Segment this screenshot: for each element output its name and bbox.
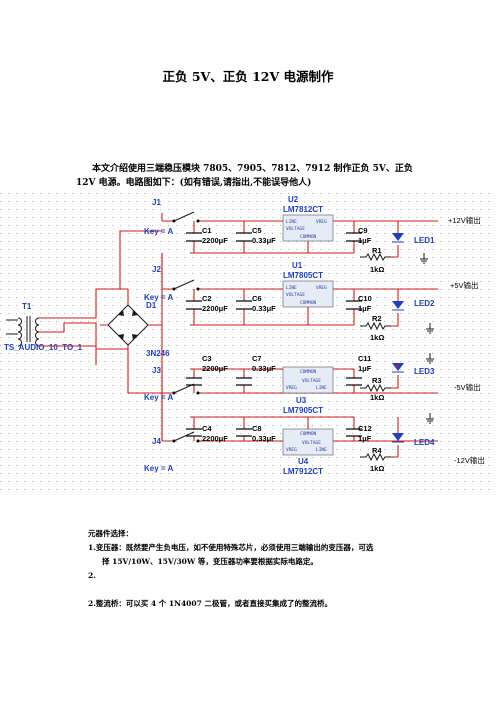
- c6-value: 0.33μF: [252, 304, 276, 313]
- switch-j4-key: Key = A: [144, 464, 173, 473]
- led4-ref: LED4: [414, 438, 435, 447]
- switch-j2-ref: J2: [152, 265, 161, 274]
- svg-text:VOLTAGE: VOLTAGE: [302, 440, 321, 446]
- section-heading: 元器件选择：: [88, 529, 133, 538]
- svg-text:VREG: VREG: [286, 447, 297, 453]
- c10-value: 1μF: [358, 304, 372, 313]
- switch-j2[interactable]: J2 Key = A: [144, 265, 200, 302]
- c12-ref: C12: [358, 424, 372, 433]
- svg-text:COMMON: COMMON: [300, 431, 317, 437]
- u2-ref: U2: [288, 195, 299, 204]
- c10-ref: C10: [358, 294, 372, 303]
- c9-ref: C9: [358, 226, 368, 235]
- c1-ref: C1: [202, 226, 212, 235]
- r2-value: 1kΩ: [370, 333, 384, 342]
- row-plus12v: C1 2200μF C5 0.33μF U2 LM7812CT LINE VRE…: [186, 195, 481, 274]
- c11-ref: C11: [358, 354, 371, 363]
- c4-ref: C4: [202, 424, 212, 433]
- transformer-ref: T1: [22, 302, 32, 311]
- svg-text:VREG: VREG: [316, 219, 327, 225]
- svg-text:VREG: VREG: [316, 285, 327, 291]
- svg-text:VOLTAGE: VOLTAGE: [286, 226, 305, 232]
- transformer-model: TS_AUDIO_10_TO_1: [4, 343, 83, 352]
- switch-j1-ref: J1: [152, 198, 161, 207]
- svg-text:COMMON: COMMON: [300, 300, 317, 306]
- page-title: 正负 5V、正负 12V 电源制作: [162, 69, 334, 84]
- c2-value: 2200μF: [202, 304, 228, 313]
- led3-ref: LED3: [414, 367, 435, 376]
- c4-value: 2200μF: [202, 434, 228, 443]
- u4-ref: U4: [298, 457, 309, 466]
- switch-j4[interactable]: J4 Key = A: [144, 431, 200, 473]
- switch-j1[interactable]: J1 Key = A: [144, 198, 200, 236]
- u3-ref: U3: [296, 396, 307, 405]
- row-minus12v: C4 2200μF C8 0.33μF COMMON VOLTAGE VREG …: [186, 413, 485, 476]
- c3-value: 2200μF: [202, 364, 228, 373]
- c3-ref: C3: [202, 354, 212, 363]
- row-plus5v: C2 2200μF C6 0.33μF U1 LM7805CT LINE VRE…: [186, 261, 479, 342]
- c5-ref: C5: [252, 226, 262, 235]
- u2-model: LM7812CT: [283, 205, 323, 214]
- led1-ref: LED1: [414, 236, 435, 245]
- svg-text:LINE: LINE: [286, 219, 297, 225]
- c8-value: 0.33μF: [252, 434, 276, 443]
- r4-ref: R4: [372, 446, 382, 455]
- switch-j4-ref: J4: [152, 437, 161, 446]
- output-plus12v: +12V输出: [448, 215, 481, 225]
- intro-line-2: 12V 电源。电路图如下：(如有错误,请指出,不能误导他人): [76, 178, 312, 188]
- svg-text:VOLTAGE: VOLTAGE: [302, 378, 321, 384]
- svg-text:LINE: LINE: [286, 285, 297, 291]
- r3-ref: R3: [372, 376, 382, 385]
- row-minus5v: C3 2200μF C7 0.33μF COMMON VOLTAGE VREG …: [186, 353, 481, 415]
- r2-ref: R2: [372, 314, 382, 323]
- switch-j1-key: Key = A: [144, 227, 173, 236]
- c9-value: 1μF: [358, 236, 372, 245]
- svg-text:LINE: LINE: [316, 447, 327, 453]
- section-item1-line1: 1.变压器：既然要产生负电压，如不使用特殊芯片，必须使用三端输出的变压器，可选: [88, 543, 374, 552]
- output-minus5v: -5V输出: [454, 382, 481, 392]
- svg-text:VREG: VREG: [286, 385, 297, 391]
- c8-ref: C8: [252, 424, 262, 433]
- svg-text:VOLTAGE: VOLTAGE: [286, 292, 305, 298]
- r1-value: 1kΩ: [370, 265, 384, 274]
- u3-model: LM7905CT: [283, 406, 323, 415]
- c2-ref: C2: [202, 294, 212, 303]
- bridge-ref: D1: [146, 301, 157, 310]
- switch-j3-ref: J3: [152, 366, 161, 375]
- intro-line-1: 本文介绍使用三端稳压模块 7805、7905、7812、7912 制作正负 5V…: [92, 164, 413, 174]
- c1-value: 2200μF: [202, 236, 228, 245]
- c7-ref: C7: [252, 354, 262, 363]
- u1-ref: U1: [292, 261, 303, 270]
- c11-value: 1μF: [358, 364, 372, 373]
- led2-ref: LED2: [414, 299, 435, 308]
- svg-text:COMMON: COMMON: [300, 369, 317, 375]
- c6-ref: C6: [252, 294, 262, 303]
- c12-value: 1μF: [358, 434, 372, 443]
- u4-model: LM7912CT: [283, 467, 323, 476]
- r3-value: 1kΩ: [370, 393, 384, 402]
- svg-text:COMMON: COMMON: [300, 234, 317, 240]
- section-item3-line1: 2.整流桥：可以买 4 个 1N4007 二极管，或者直接买集成了的整流桥。: [88, 599, 332, 608]
- output-plus5v: +5V输出: [450, 280, 479, 290]
- c5-value: 0.33μF: [252, 236, 276, 245]
- output-minus12v: -12V输出: [454, 455, 485, 465]
- switch-j2-key: Key = A: [144, 293, 173, 302]
- section-item2-line1: 2.: [88, 571, 96, 580]
- r1-ref: R1: [372, 246, 382, 255]
- circuit-schematic: T1 TS_AUDIO_10_TO_1 D1 3N246 J1 Key = A …: [0, 193, 496, 490]
- c7-value: 0.33μF: [252, 364, 276, 373]
- section-item1-line2: 择 15V/10W、15V/30W 等，变压器功率要根据实际电路定。: [102, 557, 318, 566]
- switch-j3-key: Key = A: [144, 393, 173, 402]
- r4-value: 1kΩ: [370, 464, 384, 473]
- u1-model: LM7805CT: [283, 271, 323, 280]
- svg-text:LINE: LINE: [316, 385, 327, 391]
- bridge-model: 3N246: [146, 349, 170, 358]
